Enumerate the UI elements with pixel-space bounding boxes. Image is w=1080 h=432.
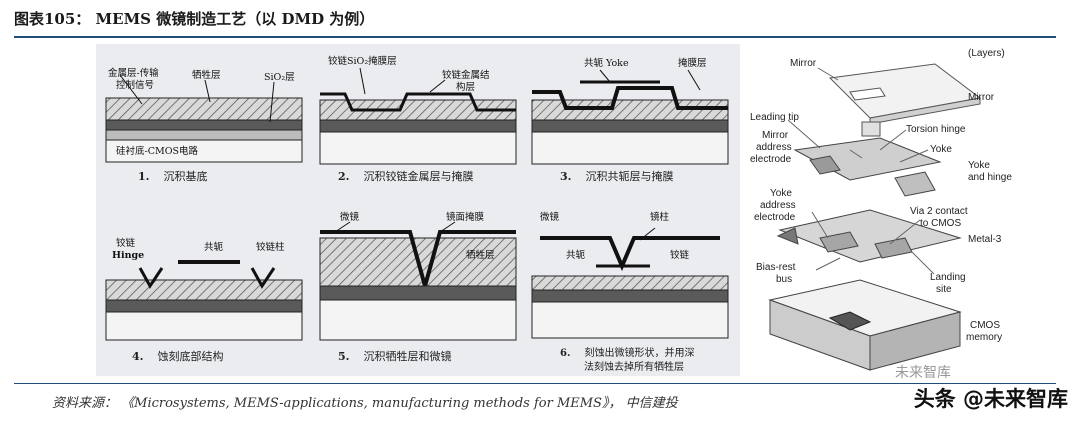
step2-caption: 2.沉积铰链金属层与掩膜 [338,170,474,183]
step6-label-hinge: 铰链 [670,250,690,261]
step2-label-layer: 构层 [456,82,476,93]
label-torsion-hinge: Torsion hinge [906,124,966,135]
figure-title: 图表105： MEMS 微镜制造工艺（以 DMD 为例） [14,10,375,28]
step5-caption: 5.沉积牺牲层和微镜 [338,350,452,363]
source-rule [14,383,1056,384]
label-yoke-hinge-1: Yoke [968,160,990,171]
dmd-exploded-view [768,63,982,371]
watermark: 头条 @未来智库 [913,387,1068,411]
step5-label-sacrificial: 牺牲层 [466,250,495,261]
step5-label-mirror: 微镜 [340,212,360,223]
step4-label-hinge-cn: 铰链 [116,238,136,249]
step1-label-sacrificial: 牺牲层 [192,70,221,81]
step6-caption-2: 法刻蚀去掉所有牺牲层 [584,362,684,373]
step-1-diagram [105,74,303,163]
step6-caption: 6.刻蚀出微镜形状，并用深 [560,348,695,359]
watermark-small: 未来智库 [895,365,951,381]
label-yoke-addr-1: Yoke [770,188,792,199]
label-cmos-2: memory [966,332,1003,343]
title-rule [14,36,1056,38]
step2-label-mask: 铰链SiO₂掩膜层 [328,56,397,67]
label-via-2: to CMOS [920,218,962,229]
step1-label-metal: 金属层-传输 [108,68,159,79]
step2-label-hinge-metal: 铰链金属结 [442,70,490,81]
step1-caption: 1.沉积基底 [138,170,208,183]
label-yoke: Yoke [930,144,952,155]
step-3-diagram [531,69,729,165]
step1-label-substrate: 硅衬底-CMOS电路 [116,146,199,157]
step5-label-mirror-mask: 镜面掩膜 [446,212,485,223]
step6-label-post: 镜柱 [650,212,670,223]
step4-caption: 4.蚀刻底部结构 [132,350,224,363]
label-mirror: Mirror [790,58,817,69]
label-landing-1: Landing [930,272,966,283]
label-leading-tip: Leading tip [750,112,799,123]
step1-label-sio2: SiO₂层 [264,72,295,83]
label-bias-1: Bias-rest [756,262,796,273]
step-5-diagram [319,221,517,341]
label-yoke-addr-2: address [760,200,796,211]
label-yoke-hinge-2: and hinge [968,172,1012,183]
label-cmos-1: CMOS [970,320,1000,331]
label-yoke-addr-3: electrode [754,212,796,223]
step-2-diagram [319,67,517,165]
step3-caption: 3.沉积共轭层与掩膜 [560,170,674,183]
label-bias-2: bus [776,274,793,285]
label-mirror-layer: Mirror [968,92,995,103]
label-mirror-addr-2: address [756,142,792,153]
step3-label-yoke: 共轭 Yoke [584,58,629,69]
step4-label-hinge-en: Hinge [112,250,145,261]
step3-label-mask: 掩膜层 [678,58,707,69]
step6-label-yoke: 共轭 [566,250,586,261]
label-via-1: Via 2 contact [910,206,968,217]
step4-label-yoke: 共轭 [204,242,224,253]
step1-label-signal: 控制信号 [116,80,155,91]
source-note: 资料来源： 《Microsystems, MEMS-applications, … [52,396,678,411]
step-4-diagram [105,260,303,341]
step6-label-mirror: 微镜 [540,212,560,223]
step-6-diagram [531,227,729,339]
step4-label-post: 铰链柱 [256,242,285,253]
layers-header: (Layers) [968,48,1005,59]
label-mirror-addr-3: electrode [750,154,792,165]
label-landing-2: site [936,284,952,295]
label-metal3: Metal-3 [968,234,1002,245]
label-mirror-addr-1: Mirror [762,130,789,141]
